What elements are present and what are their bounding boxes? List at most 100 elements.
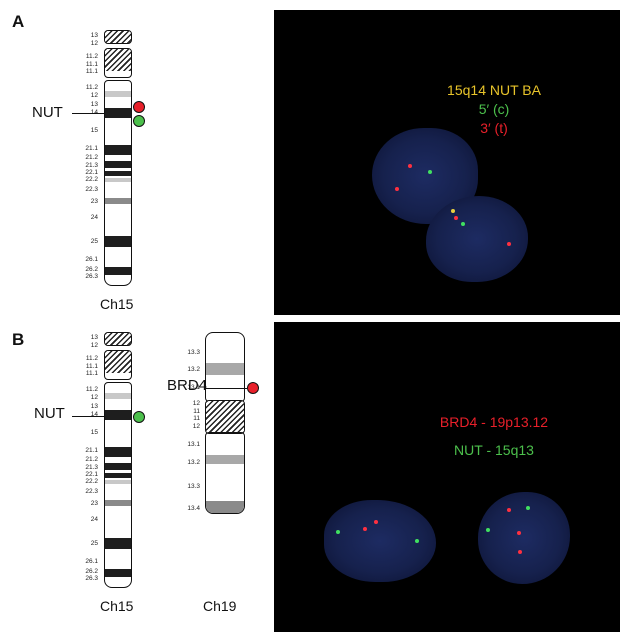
legend-a-probe-name: 15q14 NUT BA bbox=[447, 82, 541, 98]
ch15-a-band-22.1q: 22.1 bbox=[85, 169, 98, 176]
red-signal bbox=[374, 520, 378, 524]
ch15-a-centromere bbox=[104, 48, 132, 78]
ch15-b-band-25q: 25 bbox=[90, 540, 98, 547]
ch15-b-band-23q: 23 bbox=[90, 500, 98, 507]
red-signal bbox=[363, 527, 367, 531]
ch15-a-band-21.1q: 21.1 bbox=[85, 145, 98, 152]
ch15-b-p-arm bbox=[104, 332, 132, 346]
ch15-b-band-21.3q: 21.3 bbox=[85, 464, 98, 471]
ch15-a-band-26.3q: 26.3 bbox=[85, 273, 98, 280]
nut-probe-dot bbox=[133, 411, 145, 423]
ch19-band-13.2q: 13.2 bbox=[187, 459, 200, 466]
ch15-b-band-26.1q: 26.1 bbox=[85, 558, 98, 565]
ch15-a-band-22.2q: 22.2 bbox=[85, 176, 98, 183]
ch15-b-band-24q: 24 bbox=[90, 516, 98, 523]
ch19-label: Ch19 bbox=[203, 598, 237, 614]
ch15-a-band-14q: 14 bbox=[76, 109, 98, 116]
red-signal bbox=[454, 216, 458, 220]
legend-a: 15q14 NUT BA 5′ (c) 3′ (t) bbox=[374, 82, 614, 136]
ch19-centromere bbox=[205, 400, 245, 434]
nut-gene-label-b: NUT bbox=[34, 405, 65, 422]
green-signal bbox=[415, 539, 419, 543]
nut-leader-line-a bbox=[72, 113, 104, 114]
ch19-q-arm bbox=[205, 432, 245, 514]
brd4-leader-line bbox=[205, 388, 247, 389]
ch15-a-band-11.2q: 11.2 bbox=[85, 84, 98, 91]
ch15-a-q-arm bbox=[104, 80, 132, 286]
ch15-b-band-11.1p: 11.1 bbox=[85, 363, 98, 370]
ch15-a-band-22.3q: 22.3 bbox=[85, 186, 98, 193]
ch15-b-band-26.3q: 26.3 bbox=[85, 575, 98, 582]
ch15-b-band-12p: 12 bbox=[90, 342, 98, 349]
fish-micrograph-a: 15q14 NUT BA 5′ (c) 3′ (t) bbox=[274, 10, 620, 315]
ch15-a-band-13p: 13 bbox=[90, 32, 98, 39]
ch15-a-band-24q: 24 bbox=[90, 214, 98, 221]
ch15-b-band-22.1q: 22.1 bbox=[85, 471, 98, 478]
nut-gene-label-a: NUT bbox=[32, 104, 63, 121]
ch15-b-band-12q: 12 bbox=[90, 394, 98, 401]
green-signal bbox=[526, 506, 530, 510]
ch15-a-band-11.1p: 11.1 bbox=[85, 61, 98, 68]
ch15-a-band-12q: 12 bbox=[90, 92, 98, 99]
ch19-band-13.1p: 13.1 bbox=[187, 384, 200, 391]
ch15-a-band-11.2p: 11.2 bbox=[85, 53, 98, 60]
ch15-b-band-14q: 14 bbox=[90, 411, 98, 418]
green-signal bbox=[461, 222, 465, 226]
red-signal bbox=[507, 508, 511, 512]
green-signal bbox=[428, 170, 432, 174]
yellow-signal bbox=[451, 209, 455, 213]
ch15-a-p-arm bbox=[104, 30, 132, 44]
legend-a-3prime: 3′ (t) bbox=[480, 120, 508, 136]
ch15-a-band-21.3q: 21.3 bbox=[85, 162, 98, 169]
red-signal bbox=[507, 242, 511, 246]
ch15-b-band-13p: 13 bbox=[90, 334, 98, 341]
legend-b-brd4: BRD4 - 19p13.12 bbox=[439, 414, 549, 430]
nucleus-a-2 bbox=[426, 196, 528, 282]
brd4-gene-label: BRD4 bbox=[167, 377, 208, 394]
ch15-a-band-21.2q: 21.2 bbox=[85, 154, 98, 161]
red-signal bbox=[517, 531, 521, 535]
ch15-b-band-21.2q: 21.2 bbox=[85, 456, 98, 463]
ch15-label-b: Ch15 bbox=[100, 598, 134, 614]
ch15-label-a: Ch15 bbox=[100, 296, 134, 312]
brd4-probe-dot bbox=[247, 382, 259, 394]
ch15-a-band-12p: 12 bbox=[90, 40, 98, 47]
fish-micrograph-b: BRD4 - 19p13.12 NUT - 15q13 bbox=[274, 322, 620, 632]
ch15-b-band-21.1q: 21.1 bbox=[85, 447, 98, 454]
ch15-b-centromere bbox=[104, 350, 132, 380]
legend-b-nut: NUT - 15q13 bbox=[454, 442, 534, 458]
nut-5prime-probe-dot bbox=[133, 115, 145, 127]
ch15-b-band-13q: 13 bbox=[90, 403, 98, 410]
red-signal bbox=[408, 164, 412, 168]
red-signal bbox=[518, 550, 522, 554]
legend-b: BRD4 - 19p13.12 NUT - 15q13 bbox=[374, 414, 614, 458]
ch15-a-band-23q: 23 bbox=[90, 198, 98, 205]
ch19-band-13.3p: 13.3 bbox=[187, 349, 200, 356]
ch15-b-band-22.2q: 22.2 bbox=[85, 478, 98, 485]
ch15-a-band-26.1q: 26.1 bbox=[85, 256, 98, 263]
ch15-a-band-25q: 25 bbox=[90, 238, 98, 245]
legend-a-5prime: 5′ (c) bbox=[478, 101, 510, 117]
nut-leader-line-b bbox=[72, 416, 104, 417]
ch19-band-12p: 12 bbox=[192, 400, 200, 407]
ch15-a-band-11.1q: 11.1 bbox=[85, 68, 98, 75]
ch19-band-13.4q: 13.4 bbox=[187, 505, 200, 512]
ch15-a-band-15q: 15 bbox=[90, 127, 98, 134]
ch15-b-band-22.3q: 22.3 bbox=[85, 488, 98, 495]
ch15-b-band-26.2q: 26.2 bbox=[85, 568, 98, 575]
ch15-b-band-11.2q: 11.2 bbox=[85, 386, 98, 393]
ch15-b-band-11.1q: 11.1 bbox=[85, 370, 98, 377]
red-signal bbox=[395, 187, 399, 191]
ch15-b-band-11.2p: 11.2 bbox=[85, 355, 98, 362]
green-signal bbox=[486, 528, 490, 532]
ch15-a-band-26.2q: 26.2 bbox=[85, 266, 98, 273]
ch19-band-13.1q: 13.1 bbox=[187, 441, 200, 448]
ch19-band-13.3q: 13.3 bbox=[187, 483, 200, 490]
nut-3prime-probe-dot bbox=[133, 101, 145, 113]
ch15-b-band-15q: 15 bbox=[90, 429, 98, 436]
ch15-b-q-arm bbox=[104, 382, 132, 588]
ch19-band-12q: 12 bbox=[192, 423, 200, 430]
ch15-a-band-13q: 13 bbox=[90, 101, 98, 108]
green-signal bbox=[336, 530, 340, 534]
nucleus-b-2 bbox=[478, 492, 570, 584]
